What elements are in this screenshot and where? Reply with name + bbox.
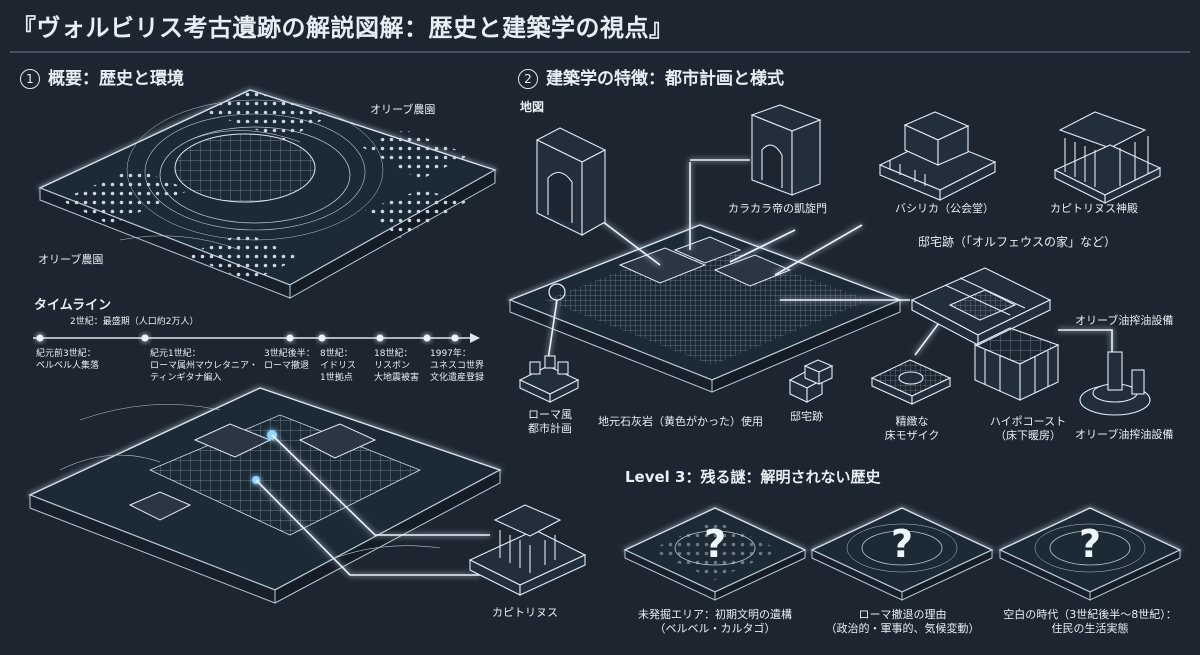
section1-heading-text: 概要：歴史と環境	[48, 69, 184, 89]
city-map-block	[508, 224, 902, 393]
timeline-dot-3	[286, 334, 294, 342]
capitol-temple-icon	[468, 504, 587, 596]
section2-heading-text: 建築学の特徴：都市計画と様式	[546, 69, 784, 89]
house-heading: 邸宅跡（「オルフェウスの家」など）	[918, 235, 1117, 249]
olive-press-label-top: オリーブ油搾油設備	[1075, 314, 1174, 327]
mosaic-label: 精緻な床モザイク	[884, 415, 940, 442]
mystery-caption-2: ローマ撤退の理由（政治的・軍事的、気候変動）	[825, 608, 980, 635]
section2-heading: 2 建築学の特徴：都市計画と様式	[518, 64, 784, 89]
ruins-aerial-view	[28, 387, 502, 604]
question-mark-2: ?	[890, 522, 914, 566]
section3-heading: Level 3：残る謎：解明されない歴史	[625, 468, 881, 486]
house-cutaway-icon	[910, 267, 1052, 346]
section1-heading: 1 概要：歴史と環境	[20, 64, 184, 89]
section1-number: 1	[20, 69, 40, 89]
timeline-event-3: 3世紀後半：ローマ撤退	[264, 349, 315, 371]
terrain-overview-map	[38, 89, 497, 299]
olive-farm-left-label: オリーブ農園	[38, 253, 104, 266]
hypocaust-label: ハイポコースト（床下暖房）	[989, 415, 1067, 442]
arch-label: カラカラ帝の凱旋門	[728, 202, 827, 215]
residence-label: 邸宅跡	[790, 410, 823, 423]
question-mark-1: ?	[703, 522, 727, 566]
triumphal-arch-icon-2	[750, 104, 822, 196]
timeline-dot-2	[141, 334, 149, 342]
capitol-label-section1: カピトリヌス	[492, 606, 558, 619]
timeline-dot-6	[423, 334, 431, 342]
capitol-callout-lines	[255, 434, 490, 576]
limestone-label: 地元石灰岩（黄色がかった）使用	[598, 415, 763, 428]
mystery-tile-3	[998, 507, 1182, 601]
olive-press-icon	[1079, 351, 1151, 416]
olive-press-label-bottom: オリーブ油搾油設備	[1075, 428, 1174, 441]
mystery-tile-2	[810, 507, 994, 601]
olive-farm-top-label: オリーブ農園	[370, 103, 436, 116]
timeline-event-5: 18世紀：リスボン大地震被害	[374, 349, 420, 383]
timeline-event-6: 1997年：ユネスコ世界文化遺産登録	[430, 349, 485, 383]
page-title: 『ヴォルビリス考古遺跡の解説図解：歴史と建築学の視点』	[12, 14, 674, 42]
timeline-dot-5	[376, 334, 384, 342]
capitoline-temple-icon	[1053, 111, 1162, 204]
triumphal-arch-icon	[535, 127, 607, 236]
map-label: 地図	[520, 100, 545, 114]
residence-icon	[788, 359, 834, 403]
timeline	[33, 333, 480, 343]
timeline-event-1: 紀元前3世紀：ベルベル人集落	[36, 349, 100, 371]
question-mark-3: ?	[1078, 522, 1102, 566]
basilica-label: バシリカ（公会堂）	[895, 202, 994, 215]
mystery-caption-3: 空白の時代（3世紀後半〜8世紀）：住民の生活実態	[1003, 608, 1177, 635]
basilica-icon	[878, 111, 997, 201]
timeline-dot-1	[36, 334, 44, 342]
timeline-peak-note: 2世紀：最盛期（人口約2万人）	[70, 317, 199, 327]
roman-plan-icon	[518, 355, 580, 403]
mystery-tile-1	[623, 507, 807, 601]
timeline-event-2: 紀元1世紀：ローマ属州マウレタニア・ティンギタナ編入	[150, 349, 259, 383]
timeline-heading: タイムライン	[34, 298, 112, 313]
section2-number: 2	[518, 69, 538, 89]
capitoline-temple-label: カピトリヌス神殿	[1050, 202, 1138, 215]
timeline-dot-7	[451, 334, 459, 342]
timeline-dot-4	[318, 334, 326, 342]
mystery-caption-1: 未発掘エリア：初期文明の遺構（ベルベル・カルタゴ）	[638, 608, 792, 635]
roman-plan-label: ローマ風都市計画	[528, 408, 572, 435]
hypocaust-icon	[973, 327, 1060, 401]
mosaic-icon	[870, 359, 952, 405]
